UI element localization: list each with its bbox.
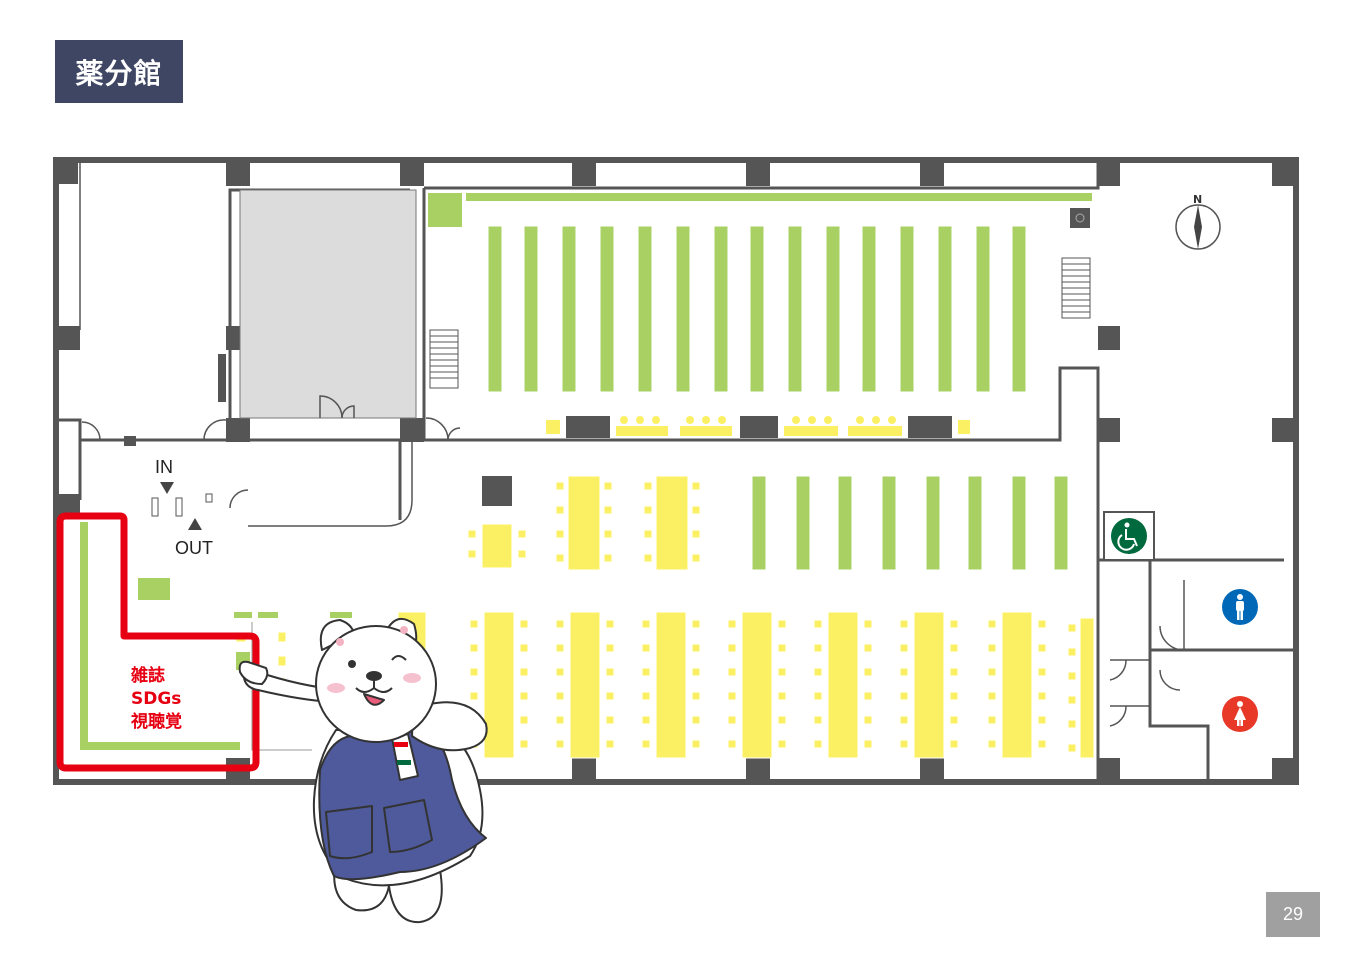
corner-shelf [428,193,462,227]
stairs [429,257,1091,389]
in-arrow-icon [160,482,174,494]
entrance-gate [151,482,213,530]
highlight-label: 雑誌 SDGs 視聴覚 [130,665,182,732]
compass-icon: N [1175,193,1221,250]
entrance-in-label: IN [155,457,173,477]
highlight-zone [56,512,260,772]
wall-seats [546,416,970,436]
bear-mascot [238,617,488,924]
elevator [1070,208,1090,228]
highlight-line-magazines: 雑誌 [130,665,165,686]
highlight-line-av: 視聴覚 [130,711,182,732]
men-restroom-icon [1222,589,1258,625]
page-title: 薬分館 [55,40,183,103]
compass-north-label: N [1193,193,1202,206]
reading-tables-middle [467,475,701,571]
magazine-shelves [80,522,352,750]
out-arrow-icon [188,518,202,530]
pillars [56,160,1296,782]
thin-walls [79,160,1185,707]
entrance-out-label: OUT [175,538,213,558]
closed-room [239,189,417,419]
women-restroom-icon [1222,696,1258,732]
stack-shelves-upper [487,225,1027,393]
elevator-icon [1075,213,1085,223]
stack-shelves-middle [751,475,1069,571]
door-swings [81,395,1185,727]
accessible-toilet-icon [1103,511,1155,561]
top-shelf-strip [466,193,1092,201]
page-number: 29 [1266,892,1320,937]
highlight-line-sdgs: SDGs [131,689,181,709]
